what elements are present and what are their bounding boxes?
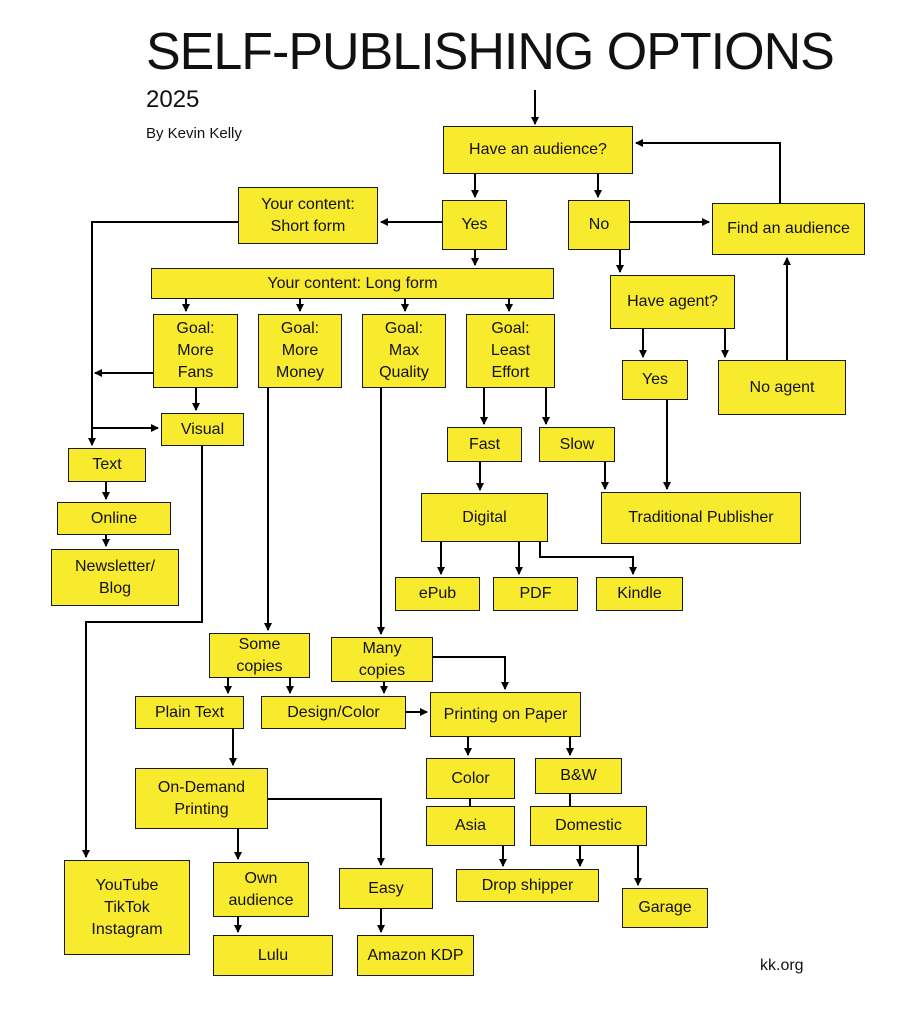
node-goal-max-quality: Goal: Max Quality [362, 314, 446, 388]
node-no-audience: No [568, 200, 630, 250]
node-slow: Slow [539, 427, 615, 462]
node-own-audience: Own audience [213, 862, 309, 917]
node-digital: Digital [421, 493, 548, 542]
node-pdf: PDF [493, 577, 578, 611]
node-amazon-kdp: Amazon KDP [357, 935, 474, 976]
node-goal-more-fans: Goal: More Fans [153, 314, 238, 388]
node-many-copies: Many copies [331, 637, 433, 682]
chart-author: By Kevin Kelly [146, 125, 242, 142]
node-kindle: Kindle [596, 577, 683, 611]
node-printing-on-paper: Printing on Paper [430, 692, 581, 737]
node-color: Color [426, 758, 515, 799]
node-bw: B&W [535, 758, 622, 794]
node-on-demand-printing: On-Demand Printing [135, 768, 268, 829]
node-have-audience: Have an audience? [443, 126, 633, 174]
connector-arrow [539, 542, 637, 575]
node-visual: Visual [161, 413, 244, 446]
node-yes-agent: Yes [622, 360, 688, 400]
chart-year: 2025 [146, 86, 200, 113]
node-plain-text: Plain Text [135, 696, 244, 729]
node-long-form: Your content: Long form [151, 268, 554, 299]
node-some-copies: Some copies [209, 633, 310, 678]
node-online: Online [57, 502, 171, 535]
node-no-agent: No agent [718, 360, 846, 415]
node-traditional-publisher: Traditional Publisher [601, 492, 801, 544]
connector-arrow [268, 798, 385, 866]
node-domestic: Domestic [530, 806, 647, 846]
node-text: Text [68, 448, 146, 482]
node-find-audience: Find an audience [712, 203, 865, 255]
node-social-platforms: YouTube TikTok Instagram [64, 860, 190, 955]
node-garage: Garage [622, 888, 708, 928]
connector-arrow [433, 656, 509, 690]
site-credit: kk.org [760, 957, 804, 974]
node-epub: ePub [395, 577, 480, 611]
node-yes-audience: Yes [442, 200, 507, 250]
node-newsletter-blog: Newsletter/ Blog [51, 549, 179, 606]
node-have-agent: Have agent? [610, 275, 735, 329]
node-asia: Asia [426, 806, 515, 846]
node-goal-more-money: Goal: More Money [258, 314, 342, 388]
node-drop-shipper: Drop shipper [456, 869, 599, 902]
node-short-form: Your content: Short form [238, 187, 378, 244]
chart-title: SELF-PUBLISHING OPTIONS [146, 23, 835, 81]
node-goal-least-effort: Goal: Least Effort [466, 314, 555, 388]
node-fast: Fast [447, 427, 522, 462]
connector-arrow [635, 139, 781, 203]
connector-arrow [82, 446, 203, 858]
connector-arrow [88, 221, 238, 446]
node-easy: Easy [339, 868, 433, 909]
node-lulu: Lulu [213, 935, 333, 976]
node-design-color: Design/Color [261, 696, 406, 729]
